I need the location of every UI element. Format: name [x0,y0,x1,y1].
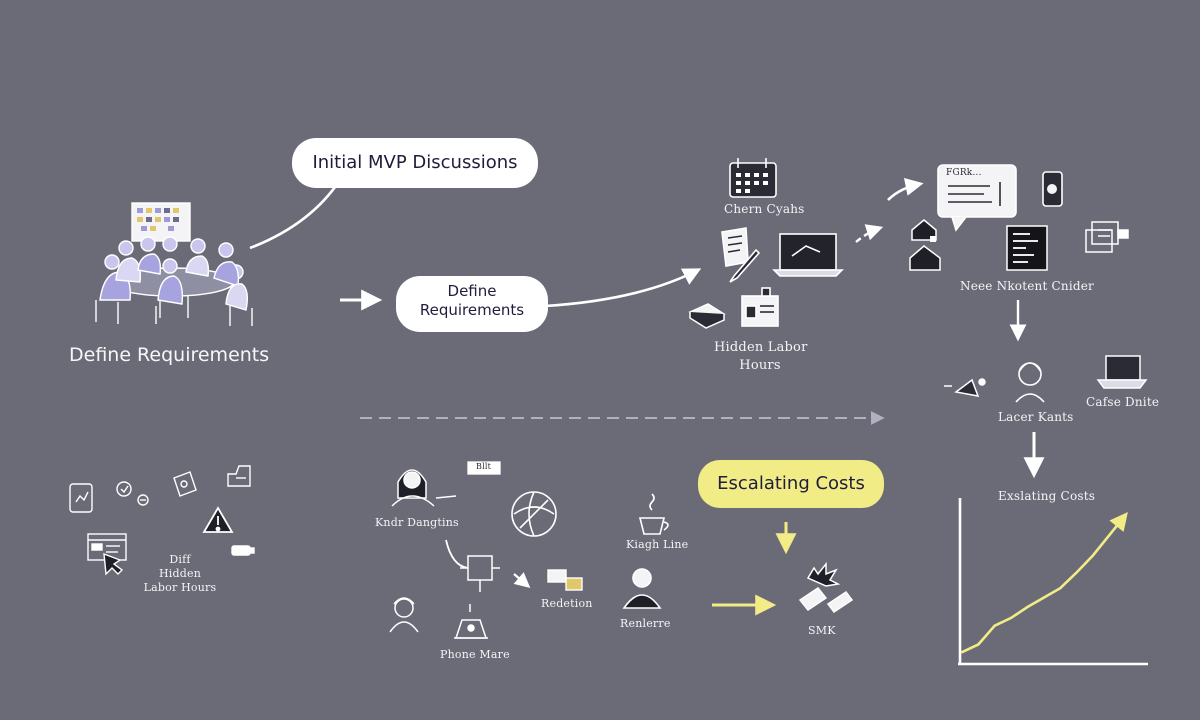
chart-point [1026,605,1029,609]
phone-chart-icon [69,483,93,513]
woman-laptop-icon [391,469,457,507]
person-avatar-icon [1015,362,1045,403]
churn-cycles-label: Chern Cyahs [724,202,805,216]
mvp-discussions-label: Initial MVP Discussions [312,152,518,173]
sticky-note-label: Bllt [476,462,492,471]
smk-label: SMK [808,624,836,637]
define-requirements-bubble: Define Requirements [396,276,548,332]
connector-define-to-tools [544,268,702,308]
chart-point [1075,571,1078,574]
chart-series-line [961,512,1128,654]
connector-to-screen [887,177,924,201]
diff-hidden-labor-label: Diff Hidden Labor Hours [140,553,220,595]
arrow-to-redection [513,572,531,589]
coffee-cup-icon [638,493,669,535]
escalating-costs-small-label: Exslating Costs [998,489,1096,503]
escalating-costs-pill-label: Escalating Costs [717,473,865,494]
escalating-costs-chart [958,498,1148,666]
chart-point [1009,616,1013,620]
connector-meeting-to-mvp [249,179,342,250]
chart-point [1042,596,1046,599]
hidden-labor-label: Hidden Labor Hours [714,339,808,375]
nearest-coder-label: Neee Nkotent Cnider [960,279,1094,293]
connector-curve-left [445,539,469,569]
coffee-date-label: Cafse Dnite [1086,395,1160,409]
redection-label: Redetion [541,597,593,610]
person-bust-icon [622,568,662,609]
define-bubble-line2: Requirements [419,301,525,319]
hidden-labor-line2: Hours [739,358,781,373]
kiagh-line-label: Kiagh Line [626,538,689,551]
renlerre-label: Renlerre [620,617,671,630]
puzzle-icon [173,471,197,497]
stacked-cards-icon [547,569,583,591]
team-meeting-icon [95,202,253,326]
server-box-icon [741,287,779,327]
define-bubble-line1: Define [447,282,497,300]
screen-speech-icon [937,164,1017,232]
screen-text-label: FGRk... [946,168,982,178]
diff-line2: Hidden [159,567,201,580]
calendar-icon [729,158,777,198]
kinder-dangtings-label: Kndr Dangtins [375,516,459,529]
chart-point [1058,587,1062,590]
laptop-icon [772,233,844,277]
network-node-icon [460,555,500,612]
browser-cursor-icon [87,533,127,576]
code-editor-icon [1006,225,1048,271]
chart-point [993,624,996,627]
chart-point [1091,554,1095,557]
escalating-costs-pill: Escalating Costs [698,460,884,508]
chart-point [1108,534,1111,537]
connector-laptop-to-houses [855,224,884,243]
phone-stand-icon [454,619,488,639]
hard-drive-icon [688,303,726,329]
sticky-note-icon [467,461,501,475]
hidden-labor-line1: Hidden Labor [714,340,808,355]
chart-point [1124,513,1127,517]
warning-triangle-icon [202,506,234,533]
diff-line3: Labor Hours [143,581,217,594]
woman-avatar-icon [389,597,419,633]
lancer-kants-label: Lacer Kants [998,410,1074,424]
phone-mare-label: Phone Mare [440,648,510,661]
burst-icon [798,561,854,614]
battery-icon [231,545,255,556]
laptop-small-icon [1096,355,1148,389]
globe-icon [511,491,557,537]
chart-points-group [960,513,1127,654]
mvp-discussions-bubble: Initial MVP Discussions [292,138,538,188]
notes-pen-icon [721,227,761,283]
clock-icons [116,481,149,506]
document-stack-icon [1085,221,1129,253]
phone-icon [1042,171,1063,207]
folder-icon [227,465,251,487]
warning-triangle-small-icon [944,378,986,397]
house-icons [909,219,941,271]
define-requirements-heading: Define Requirements [69,344,270,366]
chart-point [960,651,964,654]
chart-point [977,643,980,646]
diff-line1: Diff [169,553,191,566]
